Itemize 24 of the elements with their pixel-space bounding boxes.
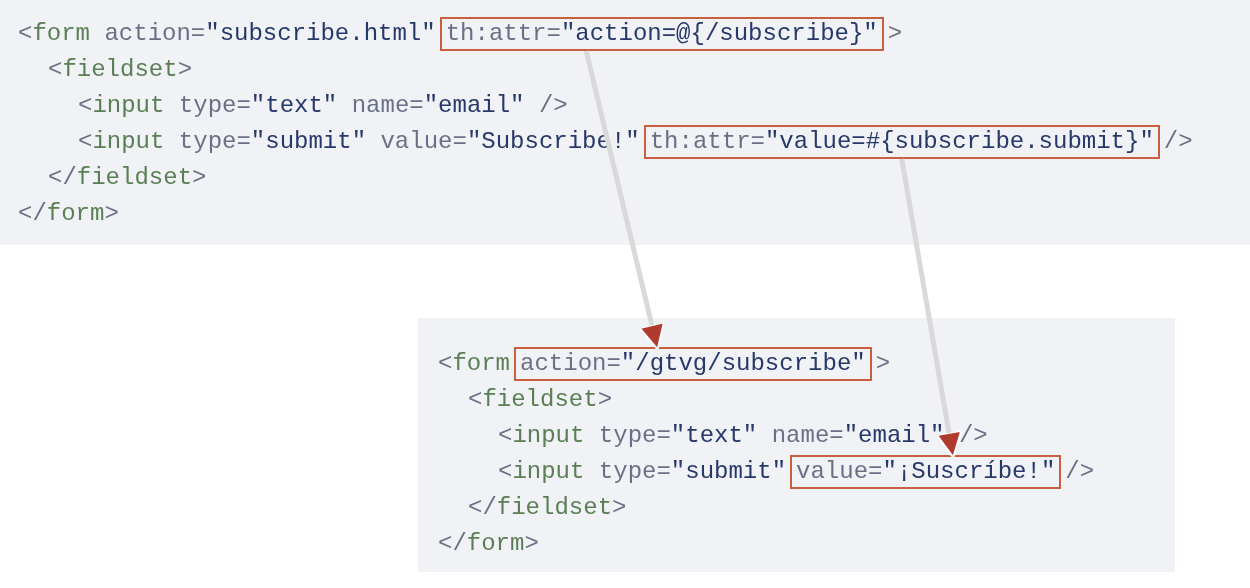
code-text: <input type="text" name="email" /> <box>498 421 988 451</box>
code-panel <box>0 0 1250 245</box>
code-text: <input type="text" name="email" /> <box>78 91 568 121</box>
code-text: <input type="submit" <box>498 457 787 487</box>
code-text: </fieldset> <box>468 493 627 523</box>
arrow <box>899 158 963 459</box>
code-text: <fieldset> <box>48 55 193 85</box>
code-text: > <box>887 19 903 49</box>
code-text: <form <box>438 349 510 379</box>
code-text: </form> <box>438 529 539 559</box>
code-text: </form> <box>18 199 119 229</box>
highlight-box: th:attr="action=@{/subscribe}" <box>439 17 884 51</box>
code-text: > <box>875 349 891 379</box>
code-text: </fieldset> <box>48 163 207 193</box>
code-text: <input type="submit" value="Subscribe!" <box>78 127 640 157</box>
highlight-box: th:attr="value=#{subscribe.submit}" <box>643 125 1160 159</box>
code-text: <form action="subscribe.html" <box>18 19 436 49</box>
code-text: /> <box>1163 127 1193 157</box>
highlight-box: value="¡Suscríbe!" <box>790 455 1062 489</box>
code-panel <box>418 318 1175 572</box>
highlight-box: action="/gtvg/subscribe" <box>514 347 872 381</box>
arrow <box>583 50 665 351</box>
code-text: <fieldset> <box>468 385 613 415</box>
code-text: /> <box>1065 457 1095 487</box>
